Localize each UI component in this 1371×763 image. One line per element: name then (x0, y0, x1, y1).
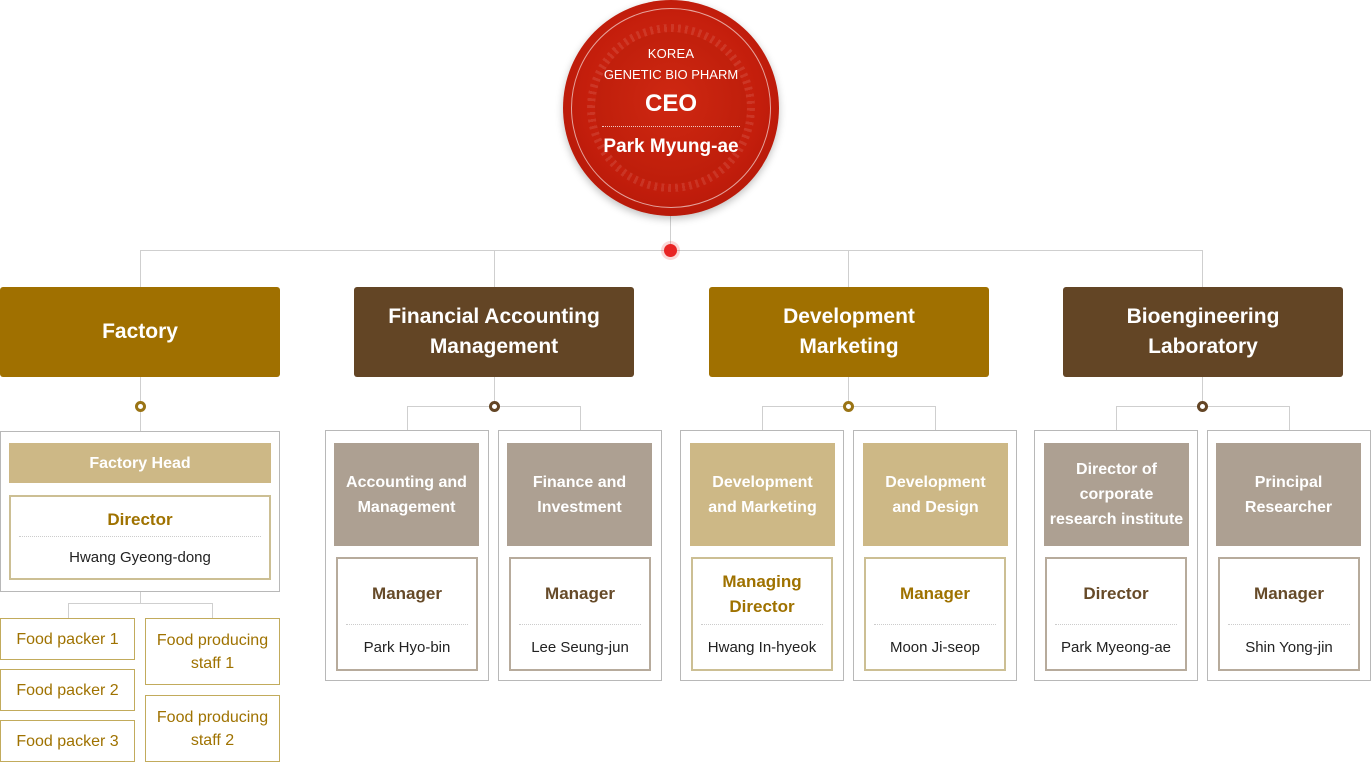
factory-junction-dot (135, 401, 146, 412)
bio-sub-line (1202, 377, 1203, 406)
financial-unit-1-name: Park Hyo-bin (363, 639, 451, 656)
bio-unit-1-sep (1055, 624, 1177, 625)
development-unit-2-card: Manager Moon Ji-seop (864, 557, 1006, 671)
factory-head-sep (19, 536, 261, 537)
ceo-connector-line (670, 214, 671, 250)
ceo-inner-circle (595, 32, 747, 184)
development-unit-1-role: Managing Director (722, 572, 802, 616)
factory-head-label: Factory Head (9, 443, 271, 483)
dept-development: Development Marketing (709, 287, 989, 377)
bio-drop-line (1202, 250, 1203, 287)
financial-unit-1-sep (346, 624, 468, 625)
development-unit-1-name: Hwang In-hyeok (707, 639, 817, 656)
dept-financial: Financial Accounting Management (354, 287, 634, 377)
ceo-outer-ring (571, 8, 771, 208)
development-unit-1-label: Development and Marketing (690, 443, 835, 546)
bio-unit-2-sep (1228, 624, 1350, 625)
development-unit-2-label-text: Development and Design (885, 473, 986, 516)
factory-staff-right-drop (212, 603, 213, 618)
development-unit-2-role: Manager (900, 584, 970, 603)
financial-unit-2-card: Manager Lee Seung-jun (509, 557, 651, 671)
staff-food-producing-2: Food producing staff 2 (145, 695, 280, 762)
dept-bio: Bioengineering Laboratory (1063, 287, 1343, 377)
ceo-node: KOREA GENETIC BIO PHARM CEO Park Myung-a… (563, 0, 779, 216)
financial-unit-2-role: Manager (545, 584, 615, 603)
financial-junction-dot (489, 401, 500, 412)
bio-unit-2-role: Manager (1254, 584, 1324, 603)
staff-food-packer-2: Food packer 2 (0, 669, 135, 711)
dept-factory: Factory (0, 287, 280, 377)
bio-junction-dot (1197, 401, 1208, 412)
development-unit-2-name: Moon Ji-seop (889, 639, 981, 656)
bio-unit-1-role: Director (1083, 584, 1149, 603)
ceo-junction-dot (664, 244, 677, 257)
ceo-name: Park Myung-ae (603, 136, 739, 157)
factory-staff-branch (68, 603, 213, 604)
staff-food-packer-1-text: Food packer 1 (16, 630, 119, 648)
bio-unit-1-name: Park Myeong-ae (1060, 639, 1172, 656)
bio-unit-2-label-text: Principal Researcher (1244, 473, 1333, 516)
staff-food-producing-1: Food producing staff 1 (145, 618, 280, 685)
dept-financial-title: Financial Accounting Management (388, 305, 600, 358)
ceo-company-line2: GENETIC BIO PHARM (603, 67, 739, 82)
development-sub-line (848, 377, 849, 406)
bio-branch-left (1116, 406, 1117, 431)
financial-unit-2-sep (519, 624, 641, 625)
staff-food-packer-3-text: Food packer 3 (16, 732, 119, 750)
financial-unit-1-label: Accounting and Management (334, 443, 479, 546)
dept-bio-title: Bioengineering Laboratory (1126, 305, 1280, 358)
development-unit-1-card: Managing Director Hwang In-hyeok (691, 557, 833, 671)
development-branch-left (762, 406, 763, 431)
financial-unit-1-label-text: Accounting and Management (346, 473, 467, 516)
factory-staff-line (140, 591, 141, 603)
financial-unit-2-label-text: Finance and Investment (532, 473, 627, 516)
factory-head-card: Director Hwang Gyeong-dong (9, 495, 271, 580)
staff-food-packer-3: Food packer 3 (0, 720, 135, 762)
factory-drop-line (140, 250, 141, 287)
ceo-company-line1: KOREA (647, 46, 695, 61)
development-drop-line (848, 250, 849, 287)
dept-factory-title: Factory (102, 320, 178, 343)
financial-drop-line (494, 250, 495, 287)
financial-sub-line (494, 377, 495, 406)
development-unit-1-label-text: Development and Marketing (708, 473, 817, 516)
staff-food-producing-2-text: Food producing staff 2 (156, 708, 269, 749)
bio-unit-1-label-text: Director of corporate research institute (1049, 461, 1184, 528)
development-branch-right (935, 406, 936, 431)
development-junction-dot (843, 401, 854, 412)
dept-development-title: Development Marketing (783, 305, 915, 358)
factory-head-label-text: Factory Head (89, 454, 191, 472)
bio-unit-2-card: Manager Shin Yong-jin (1218, 557, 1360, 671)
development-unit-2-label: Development and Design (863, 443, 1008, 546)
factory-head-name: Hwang Gyeong-dong (69, 549, 211, 566)
bio-unit-2-label: Principal Researcher (1216, 443, 1361, 546)
staff-food-producing-1-text: Food producing staff 1 (156, 631, 269, 672)
staff-food-packer-1: Food packer 1 (0, 618, 135, 660)
bio-unit-2-name: Shin Yong-jin (1245, 639, 1333, 656)
financial-unit-1-card: Manager Park Hyo-bin (336, 557, 478, 671)
bio-unit-1-card: Director Park Myeong-ae (1045, 557, 1187, 671)
financial-unit-2-name: Lee Seung-jun (531, 639, 629, 656)
factory-head-role: Director (107, 510, 173, 529)
development-unit-2-sep (874, 624, 996, 625)
bio-branch-right (1289, 406, 1290, 431)
staff-food-packer-2-text: Food packer 2 (16, 681, 119, 699)
bio-unit-1-label: Director of corporate research institute (1044, 443, 1189, 546)
financial-branch-left (407, 406, 408, 431)
ceo-separator (602, 126, 740, 127)
development-unit-1-sep (701, 624, 823, 625)
financial-branch-right (580, 406, 581, 431)
financial-unit-2-label: Finance and Investment (507, 443, 652, 546)
financial-unit-1-role: Manager (372, 584, 442, 603)
factory-staff-left-drop (68, 603, 69, 619)
ceo-title: CEO (644, 90, 697, 117)
